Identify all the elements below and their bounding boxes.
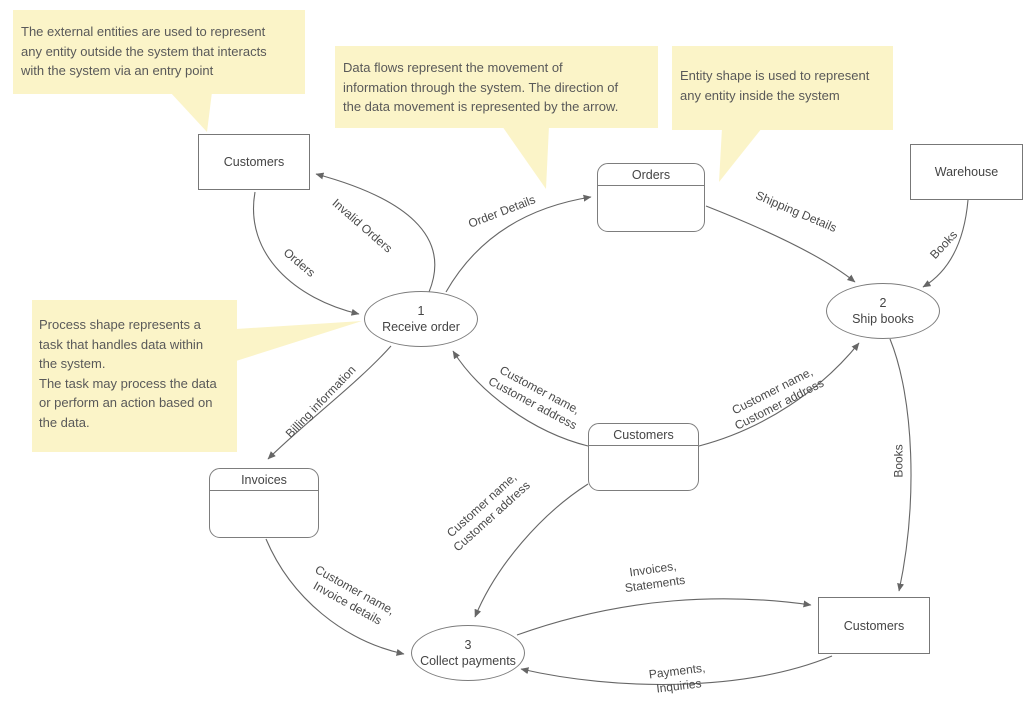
flow-order-details-path[interactable] xyxy=(445,194,592,293)
flow-payments-inquiries-path[interactable] xyxy=(520,655,833,686)
external-entity-warehouse-label: Warehouse xyxy=(934,165,999,179)
external-entity-customers-top[interactable]: Customers xyxy=(198,134,310,190)
process-receive-order[interactable]: 1 Receive order xyxy=(364,291,478,347)
flow-billing-information-path[interactable] xyxy=(267,345,392,460)
external-entity-customers-top-label: Customers xyxy=(223,155,285,169)
entity-invoices-header: Invoices xyxy=(210,469,318,491)
note-data-flows[interactable]: Data flows represent the movement of inf… xyxy=(335,46,658,128)
process-ship-books-label: Ship books xyxy=(852,312,914,326)
flow-customer-info-collect-path[interactable] xyxy=(474,483,589,618)
flow-customer-info-receive-path[interactable] xyxy=(452,350,589,447)
external-entity-customers-bottom-label: Customers xyxy=(843,618,905,633)
entity-customers-mid-label: Customers xyxy=(613,427,674,442)
entity-invoices-label: Invoices xyxy=(241,472,287,487)
flow-orders-path[interactable] xyxy=(253,191,360,316)
entity-orders-label: Orders xyxy=(631,167,671,182)
flow-invoices-statements-path[interactable] xyxy=(516,598,812,636)
external-entity-customers-bottom[interactable]: Customers xyxy=(818,597,930,654)
entity-orders[interactable]: Orders xyxy=(597,163,705,232)
flow-label-books-ship: Books xyxy=(891,444,906,478)
note-external-entities-tail xyxy=(170,92,212,132)
process-collect-payments-number: 3 xyxy=(464,637,472,652)
flow-books-ship-path[interactable] xyxy=(889,338,912,592)
note-process-shape-tail xyxy=(236,321,362,361)
process-ship-books-number: 2 xyxy=(879,295,887,310)
note-external-entities-text: The external entities are used to repres… xyxy=(21,24,267,78)
note-data-flows-tail xyxy=(502,126,549,189)
entity-customers-mid-header: Customers xyxy=(589,424,698,446)
note-data-flows-text: Data flows represent the movement of inf… xyxy=(343,60,619,114)
note-process-shape[interactable]: Process shape represents a task that han… xyxy=(32,300,237,452)
entity-invoices[interactable]: Invoices xyxy=(209,468,319,538)
note-process-shape-text: Process shape represents a task that han… xyxy=(39,317,217,430)
entity-orders-header: Orders xyxy=(598,164,704,186)
entity-customers-mid[interactable]: Customers xyxy=(588,423,699,491)
flow-customer-invoice-path[interactable] xyxy=(265,538,405,656)
external-entity-warehouse[interactable]: Warehouse xyxy=(910,144,1023,200)
note-entity-shape-tail xyxy=(719,128,762,182)
note-entity-shape-text: Entity shape is used to represent any en… xyxy=(680,68,870,103)
process-receive-order-number: 1 xyxy=(417,303,425,318)
process-collect-payments-label: Collect payments xyxy=(420,654,516,668)
flow-books-warehouse-path[interactable] xyxy=(922,199,969,288)
flow-shipping-details-path[interactable] xyxy=(705,205,856,283)
note-entity-shape[interactable]: Entity shape is used to represent any en… xyxy=(672,46,893,130)
flow-customer-info-ship-path[interactable] xyxy=(698,342,860,447)
process-ship-books[interactable]: 2 Ship books xyxy=(826,283,940,339)
process-collect-payments[interactable]: 3 Collect payments xyxy=(411,625,525,681)
note-external-entities[interactable]: The external entities are used to repres… xyxy=(13,10,305,94)
flow-invalid-orders-path[interactable] xyxy=(315,172,436,293)
process-receive-order-label: Receive order xyxy=(382,320,460,334)
